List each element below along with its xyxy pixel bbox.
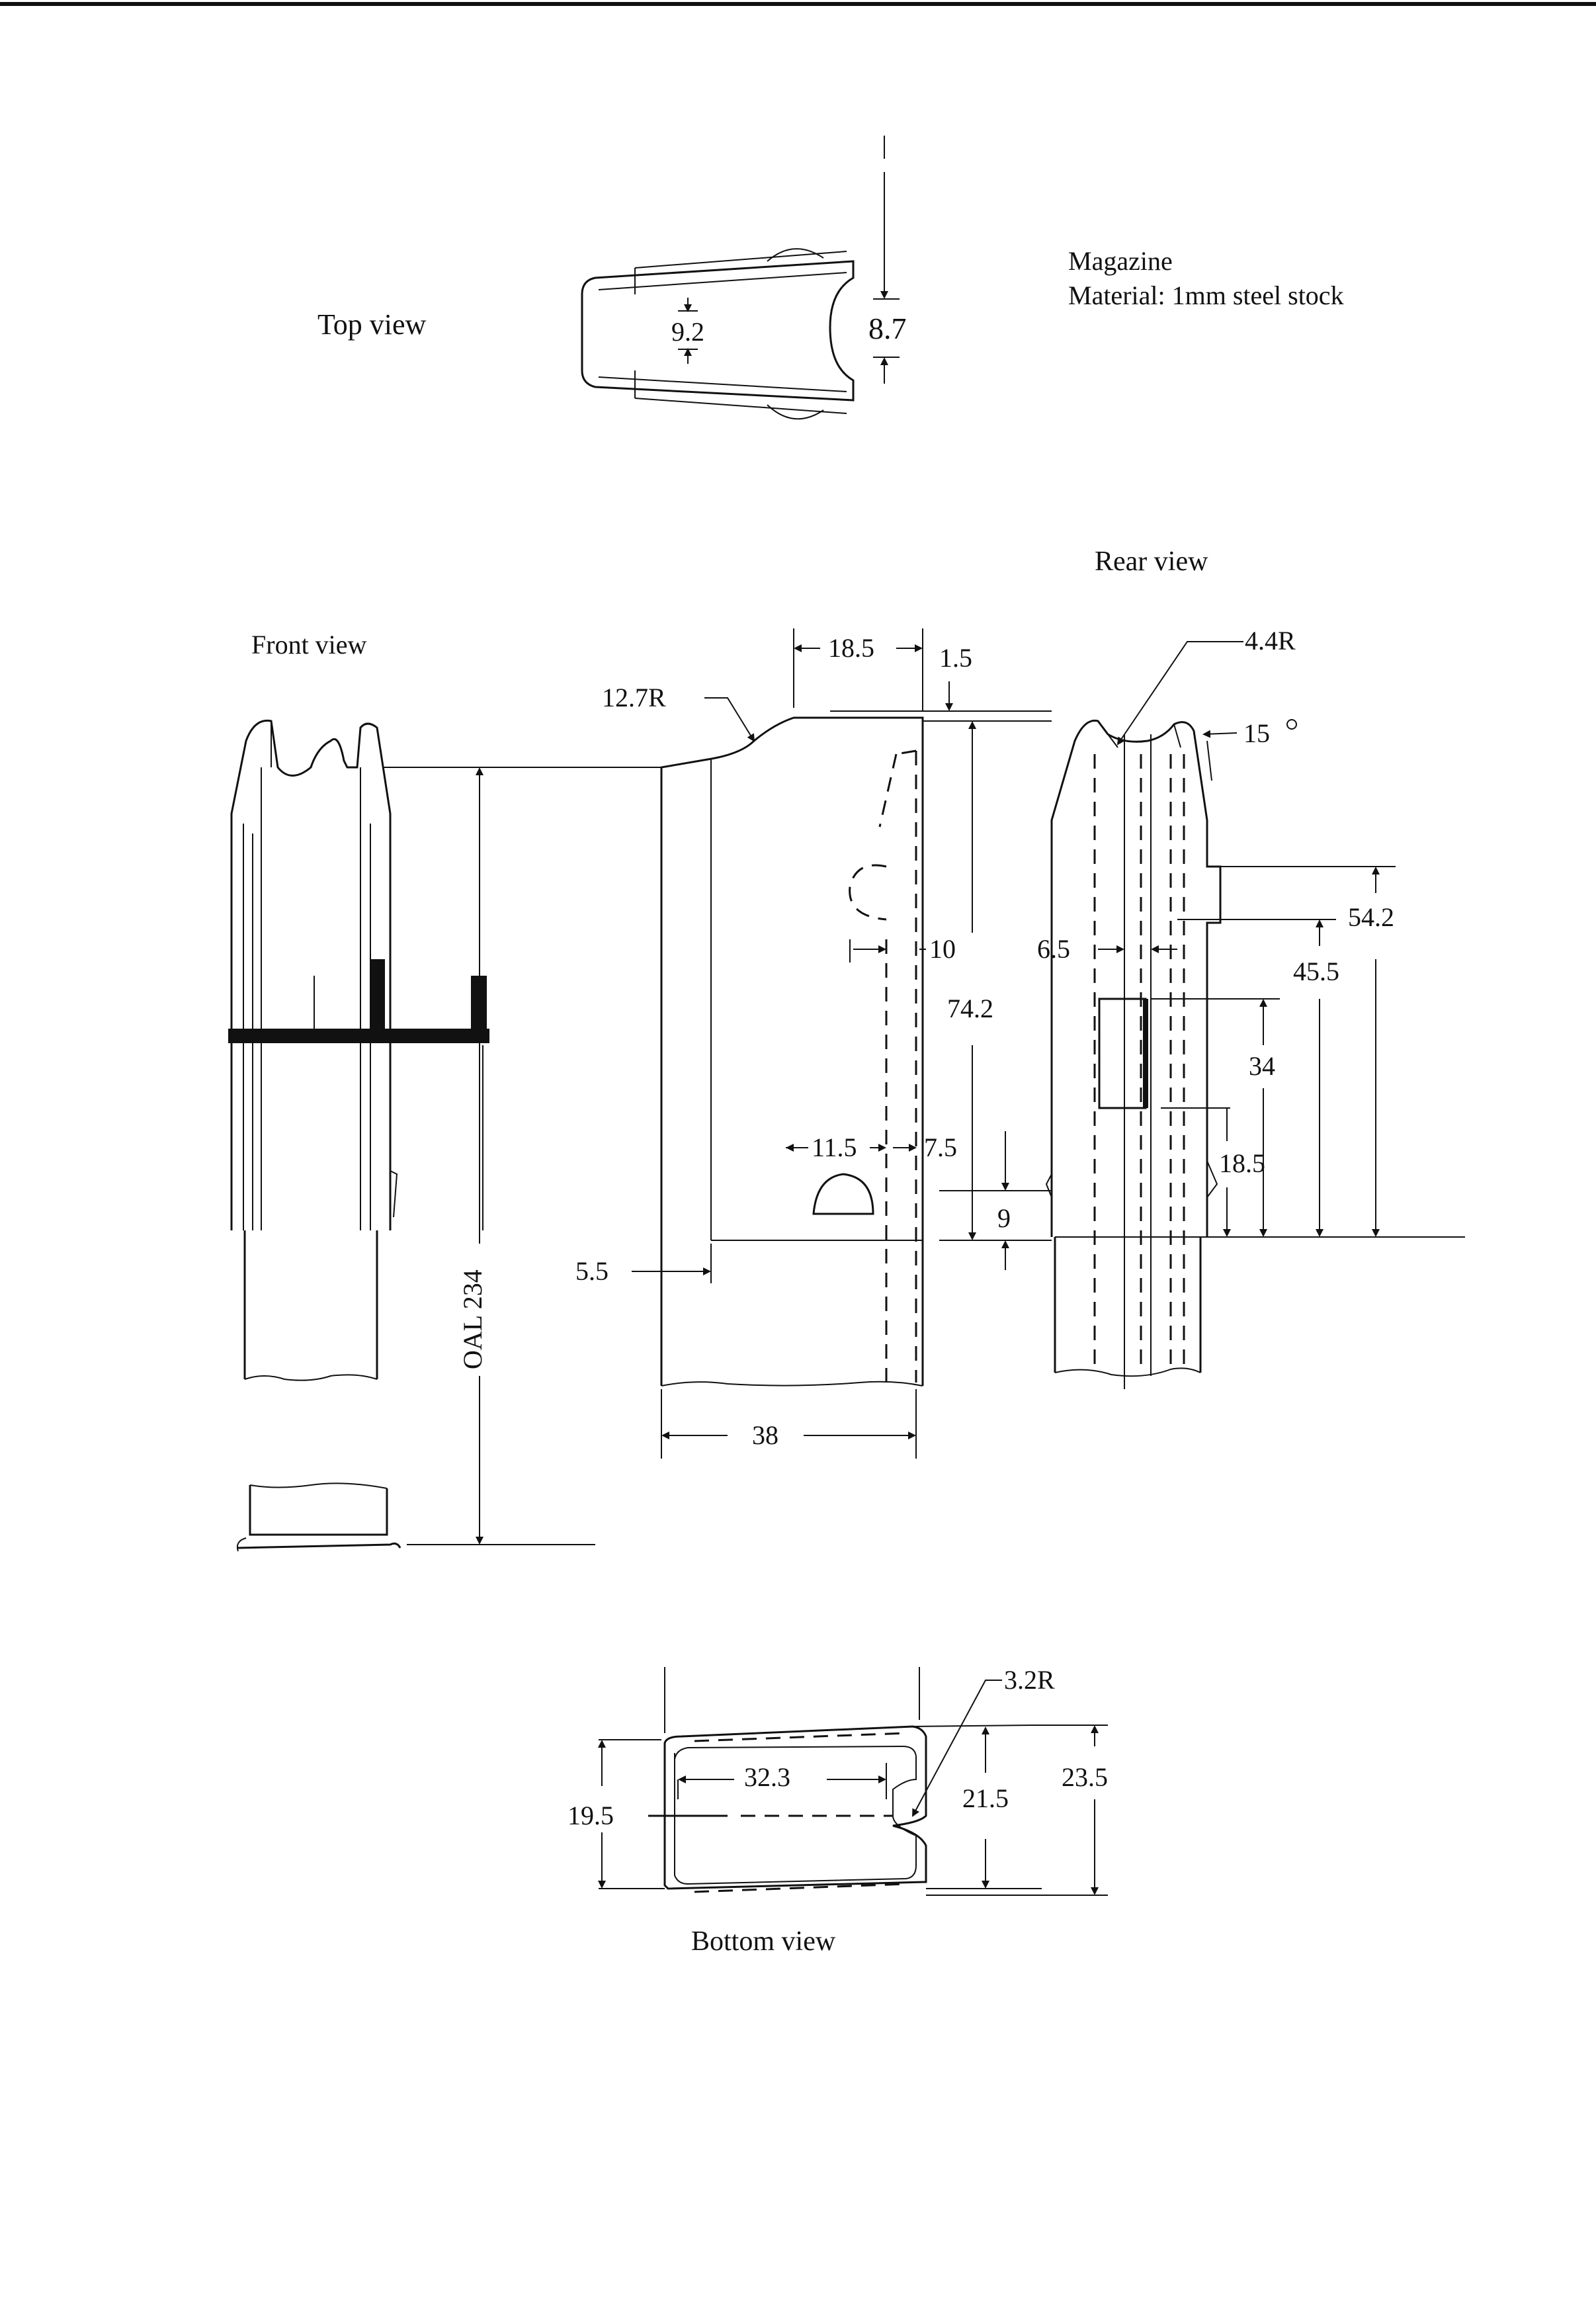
- dim-9: 9: [997, 1203, 1011, 1233]
- dim-8-7: 8.7: [868, 312, 907, 345]
- dim-38: 38: [752, 1420, 778, 1450]
- side-view: 18.5 1.5 12.7R 10 74.2 11.5 7.5 9 5.5: [575, 628, 1052, 1459]
- dim-19-5: 19.5: [567, 1801, 614, 1830]
- dim-oal: OAL 234: [458, 1269, 487, 1369]
- bottom-view-label: Bottom view: [691, 1926, 836, 1957]
- material-note: Material: 1mm steel stock: [1068, 280, 1344, 310]
- dim-54-2: 54.2: [1348, 902, 1394, 932]
- front-view: Front view OAL 234: [228, 630, 661, 1552]
- dim-10: 10: [929, 934, 956, 964]
- dim-21-5: 21.5: [962, 1783, 1009, 1813]
- dim-18-5-top: 18.5: [828, 633, 874, 663]
- dim-4-4r: 4.4R: [1245, 626, 1296, 656]
- rear-view: Rear view 4.4R 15 6.5: [1037, 546, 1465, 1389]
- dim-45-5: 45.5: [1293, 957, 1339, 986]
- dim-7-5: 7.5: [924, 1132, 957, 1162]
- part-title: Magazine: [1068, 246, 1173, 276]
- dim-3-2r: 3.2R: [1004, 1665, 1055, 1695]
- dim-34: 34: [1249, 1051, 1275, 1081]
- dim-9-2: 9.2: [671, 317, 704, 347]
- dim-1-5: 1.5: [939, 643, 972, 673]
- dim-11-5: 11.5: [812, 1132, 857, 1162]
- front-view-label: Front view: [251, 630, 367, 660]
- top-view: Top view 9.2 8.7: [317, 136, 907, 420]
- dim-6-5: 6.5: [1037, 934, 1070, 964]
- dim-32-3: 32.3: [744, 1762, 790, 1792]
- dim-18-5-rear: 18.5: [1219, 1148, 1265, 1178]
- rear-view-label: Rear view: [1095, 546, 1208, 577]
- dim-74-2: 74.2: [947, 994, 993, 1023]
- top-view-label: Top view: [317, 308, 427, 341]
- bottom-view: Bottom view 32.3 19.5 3.2R 21.5: [567, 1665, 1108, 1957]
- dim-23-5: 23.5: [1062, 1762, 1108, 1792]
- dim-12-7r: 12.7R: [602, 683, 666, 712]
- dim-5-5: 5.5: [575, 1256, 609, 1286]
- dim-15-deg: 15: [1243, 718, 1270, 748]
